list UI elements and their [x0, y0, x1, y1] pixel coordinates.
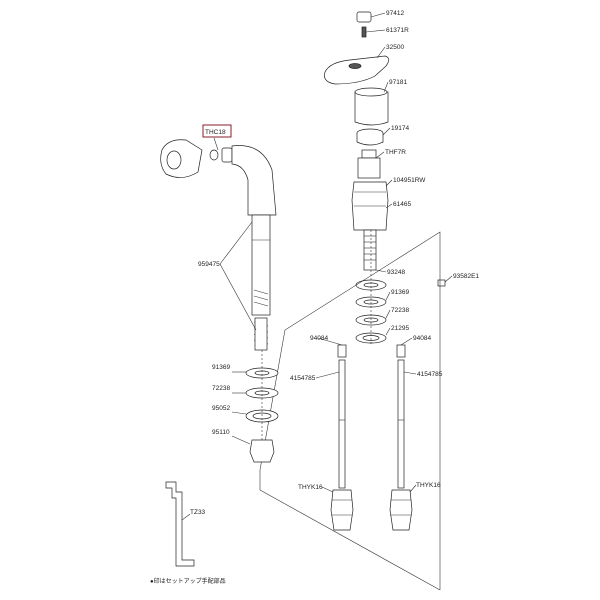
hose-4154785-left [338, 359, 346, 489]
cover-part [354, 91, 389, 126]
label-959475: 959475 [198, 261, 220, 268]
spring-section [253, 289, 269, 351]
label-91369-right: 91369 [391, 289, 409, 296]
ring-body [356, 133, 384, 146]
cartridge-stem [361, 149, 377, 159]
cartridge-part [357, 157, 381, 179]
footnote: ●印はセットアップ手配部品 [150, 577, 226, 585]
label-97412: 97412 [386, 10, 404, 17]
label-thf7r: THF7R [385, 149, 406, 156]
label-thyk16-right: THYK16 [416, 482, 441, 489]
spout-nozzle [221, 147, 233, 163]
hose-4154785-right [397, 359, 405, 489]
leader-lines [181, 12, 453, 521]
spout-body-part [231, 145, 277, 216]
label-tz33: TZ33 [190, 509, 206, 516]
label-thc18: THC18 [205, 129, 226, 136]
label-32500: 32500 [386, 44, 404, 51]
nut-thyk16-left [330, 489, 354, 531]
oring-thc18 [209, 149, 219, 161]
lever-slot [348, 63, 362, 69]
label-72238-left: 72238 [212, 385, 230, 392]
nut-thyk16-right [389, 489, 413, 531]
supply-hose-right [389, 344, 413, 531]
label-72238-right: 72238 [391, 307, 409, 314]
label-95052: 95052 [212, 405, 230, 412]
cap-part [356, 11, 372, 23]
label-93582e1: 93582E1 [453, 273, 479, 280]
label-61465: 61465 [393, 201, 411, 208]
screw-part [361, 26, 367, 38]
handle-assembly [324, 11, 390, 345]
part-93582e1 [437, 279, 446, 287]
spout-assembly [160, 139, 279, 463]
label-4154785-left: 4154785 [290, 375, 316, 382]
nut-95110 [249, 439, 275, 463]
label-104951rw: 104951RW [393, 177, 426, 184]
highlight-box-thc18 [202, 124, 232, 138]
lever-handle-part [324, 55, 390, 85]
label-95110: 95110 [212, 429, 230, 436]
wrench-tz33 [165, 481, 195, 567]
cover-top [354, 87, 388, 97]
fitting-94084-right [396, 344, 406, 358]
fitting-94084-left [337, 344, 347, 358]
label-91369-left: 91369 [212, 364, 230, 371]
label-97181: 97181 [389, 79, 407, 86]
base-plate-outline [259, 231, 441, 591]
supply-hose-left [330, 344, 354, 531]
part-labels: 97412 61371R 32500 97181 19174 THF7R 104… [190, 10, 479, 516]
label-21295: 21295 [391, 325, 409, 332]
label-4154785-right: 4154785 [417, 371, 443, 378]
label-thyk16-left: THYK16 [298, 484, 323, 491]
label-94084-right: 94084 [413, 335, 431, 342]
label-94084-left: 94084 [310, 335, 328, 342]
label-61371r: 61371R [386, 27, 409, 34]
label-93248: 93248 [387, 269, 405, 276]
label-19174: 19174 [391, 125, 409, 132]
